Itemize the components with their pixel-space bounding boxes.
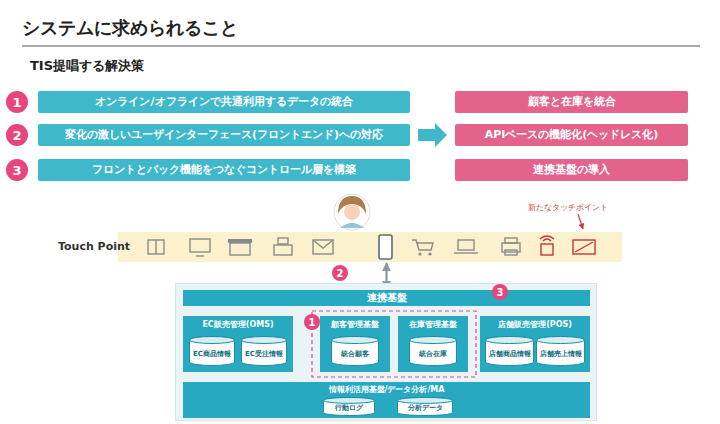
annotation-label: 新たなタッチポイント bbox=[528, 203, 608, 213]
node-text: 店舗売上情報 bbox=[540, 350, 582, 358]
database-cylinder: EC商品情報 bbox=[189, 336, 235, 366]
touchpoint-icons bbox=[118, 232, 622, 262]
callout-number: 2 bbox=[332, 265, 348, 281]
callout-number: 1 bbox=[304, 314, 320, 330]
callout-number: 3 bbox=[492, 284, 508, 300]
system-box: 店舗販売管理(POS) 店舗商品情報 店舗売上情報 bbox=[480, 316, 590, 372]
node-text: 統合顧客 bbox=[341, 350, 369, 358]
database-cylinder: 店舗商品情報 bbox=[485, 336, 534, 366]
solution-bar: 連携基盤の導入 bbox=[455, 159, 688, 181]
problem-bar: オンライン/オフラインで共通利用するデータの統合 bbox=[38, 91, 410, 113]
database-cylinder: 行動ログ bbox=[323, 397, 375, 416]
system-box: 顧客管理基盤統合顧客 bbox=[320, 316, 390, 372]
step-number: 1 bbox=[6, 91, 28, 113]
cylinder-top bbox=[410, 337, 457, 344]
node-text: 連携基盤 bbox=[367, 292, 407, 304]
solution-bar: 顧客と在庫を統合 bbox=[455, 91, 688, 113]
database-cylinder: 分析データ bbox=[397, 397, 453, 416]
node-text: EC商品情報 bbox=[193, 350, 231, 358]
node-text: 店舗販売管理(POS) bbox=[498, 320, 572, 330]
node-text: 店舗商品情報 bbox=[489, 350, 531, 358]
database-cylinder: 店舗売上情報 bbox=[536, 336, 585, 366]
node-text: 顧客と在庫を統合 bbox=[528, 95, 616, 108]
cylinder-body bbox=[324, 398, 375, 416]
title-underline bbox=[22, 46, 700, 47]
database-cylinder: EC受注情報 bbox=[241, 336, 287, 366]
node-text: 行動ログ bbox=[335, 404, 363, 412]
step-number: 2 bbox=[6, 124, 28, 146]
person-illustration bbox=[334, 194, 370, 230]
system-box: EC販売管理(OMS) EC商品情報 EC受注情報 bbox=[183, 316, 293, 372]
node-text: EC販売管理(OMS) bbox=[202, 320, 273, 330]
leader-arrow bbox=[578, 214, 583, 229]
page-title: システムに求められること bbox=[22, 16, 238, 40]
node-text: 情報利活用基盤/データ分析/MA bbox=[329, 385, 445, 395]
solution-bar: APIベースの機能化(ヘッドレス化) bbox=[455, 124, 688, 146]
node-text: 統合在庫 bbox=[419, 350, 447, 358]
node-text: APIベースの機能化(ヘッドレス化) bbox=[485, 128, 659, 141]
node-text: 顧客管理基盤 bbox=[331, 320, 379, 330]
node-text: 連携基盤の導入 bbox=[533, 163, 610, 176]
cylinder-top bbox=[332, 337, 379, 344]
cylinder-body bbox=[398, 398, 453, 416]
cylinder-body bbox=[486, 337, 534, 366]
system-box: 在庫管理基盤統合在庫 bbox=[398, 316, 468, 372]
node-text: Touch Point bbox=[58, 240, 130, 253]
cylinder-top bbox=[190, 337, 235, 344]
cylinder-top bbox=[398, 398, 453, 404]
section-heading: TIS提唱する解決策 bbox=[30, 57, 144, 75]
data-platform-box: 情報利活用基盤/データ分析/MA 行動ログ 分析データ bbox=[183, 382, 590, 418]
cylinder-body bbox=[537, 337, 585, 366]
cylinder-top bbox=[324, 398, 375, 404]
node-text: 変化の激しいユーザインターフェース(フロントエンド)への対応 bbox=[65, 128, 383, 141]
node-text: オンライン/オフラインで共通利用するデータの統合 bbox=[95, 95, 352, 108]
problem-bar: 変化の激しいユーザインターフェース(フロントエンド)への対応 bbox=[38, 124, 410, 146]
integration-bar: 連携基盤 bbox=[183, 290, 590, 306]
cylinder-top bbox=[242, 337, 287, 344]
node-text: 在庫管理基盤 bbox=[409, 320, 457, 330]
cylinder-body bbox=[190, 337, 235, 366]
node-text: EC受注情報 bbox=[245, 350, 283, 358]
cylinder-body bbox=[410, 337, 457, 366]
node-text: フロントとバック機能をつなぐコントロール層を構築 bbox=[92, 163, 356, 176]
touchpoint-band: Touch Point bbox=[118, 232, 622, 262]
flow-arrow bbox=[418, 123, 447, 147]
problem-bar: フロントとバック機能をつなぐコントロール層を構築 bbox=[38, 159, 410, 181]
database-cylinder: 統合在庫 bbox=[409, 336, 457, 366]
cylinder-top bbox=[486, 337, 534, 344]
step-number: 3 bbox=[6, 159, 28, 181]
node-text: 分析データ bbox=[408, 404, 443, 412]
cylinder-body bbox=[332, 337, 379, 366]
database-cylinder: 統合顧客 bbox=[331, 336, 379, 366]
cylinder-top bbox=[537, 337, 585, 344]
cylinder-body bbox=[242, 337, 287, 366]
group-dashed-frame bbox=[312, 311, 476, 377]
